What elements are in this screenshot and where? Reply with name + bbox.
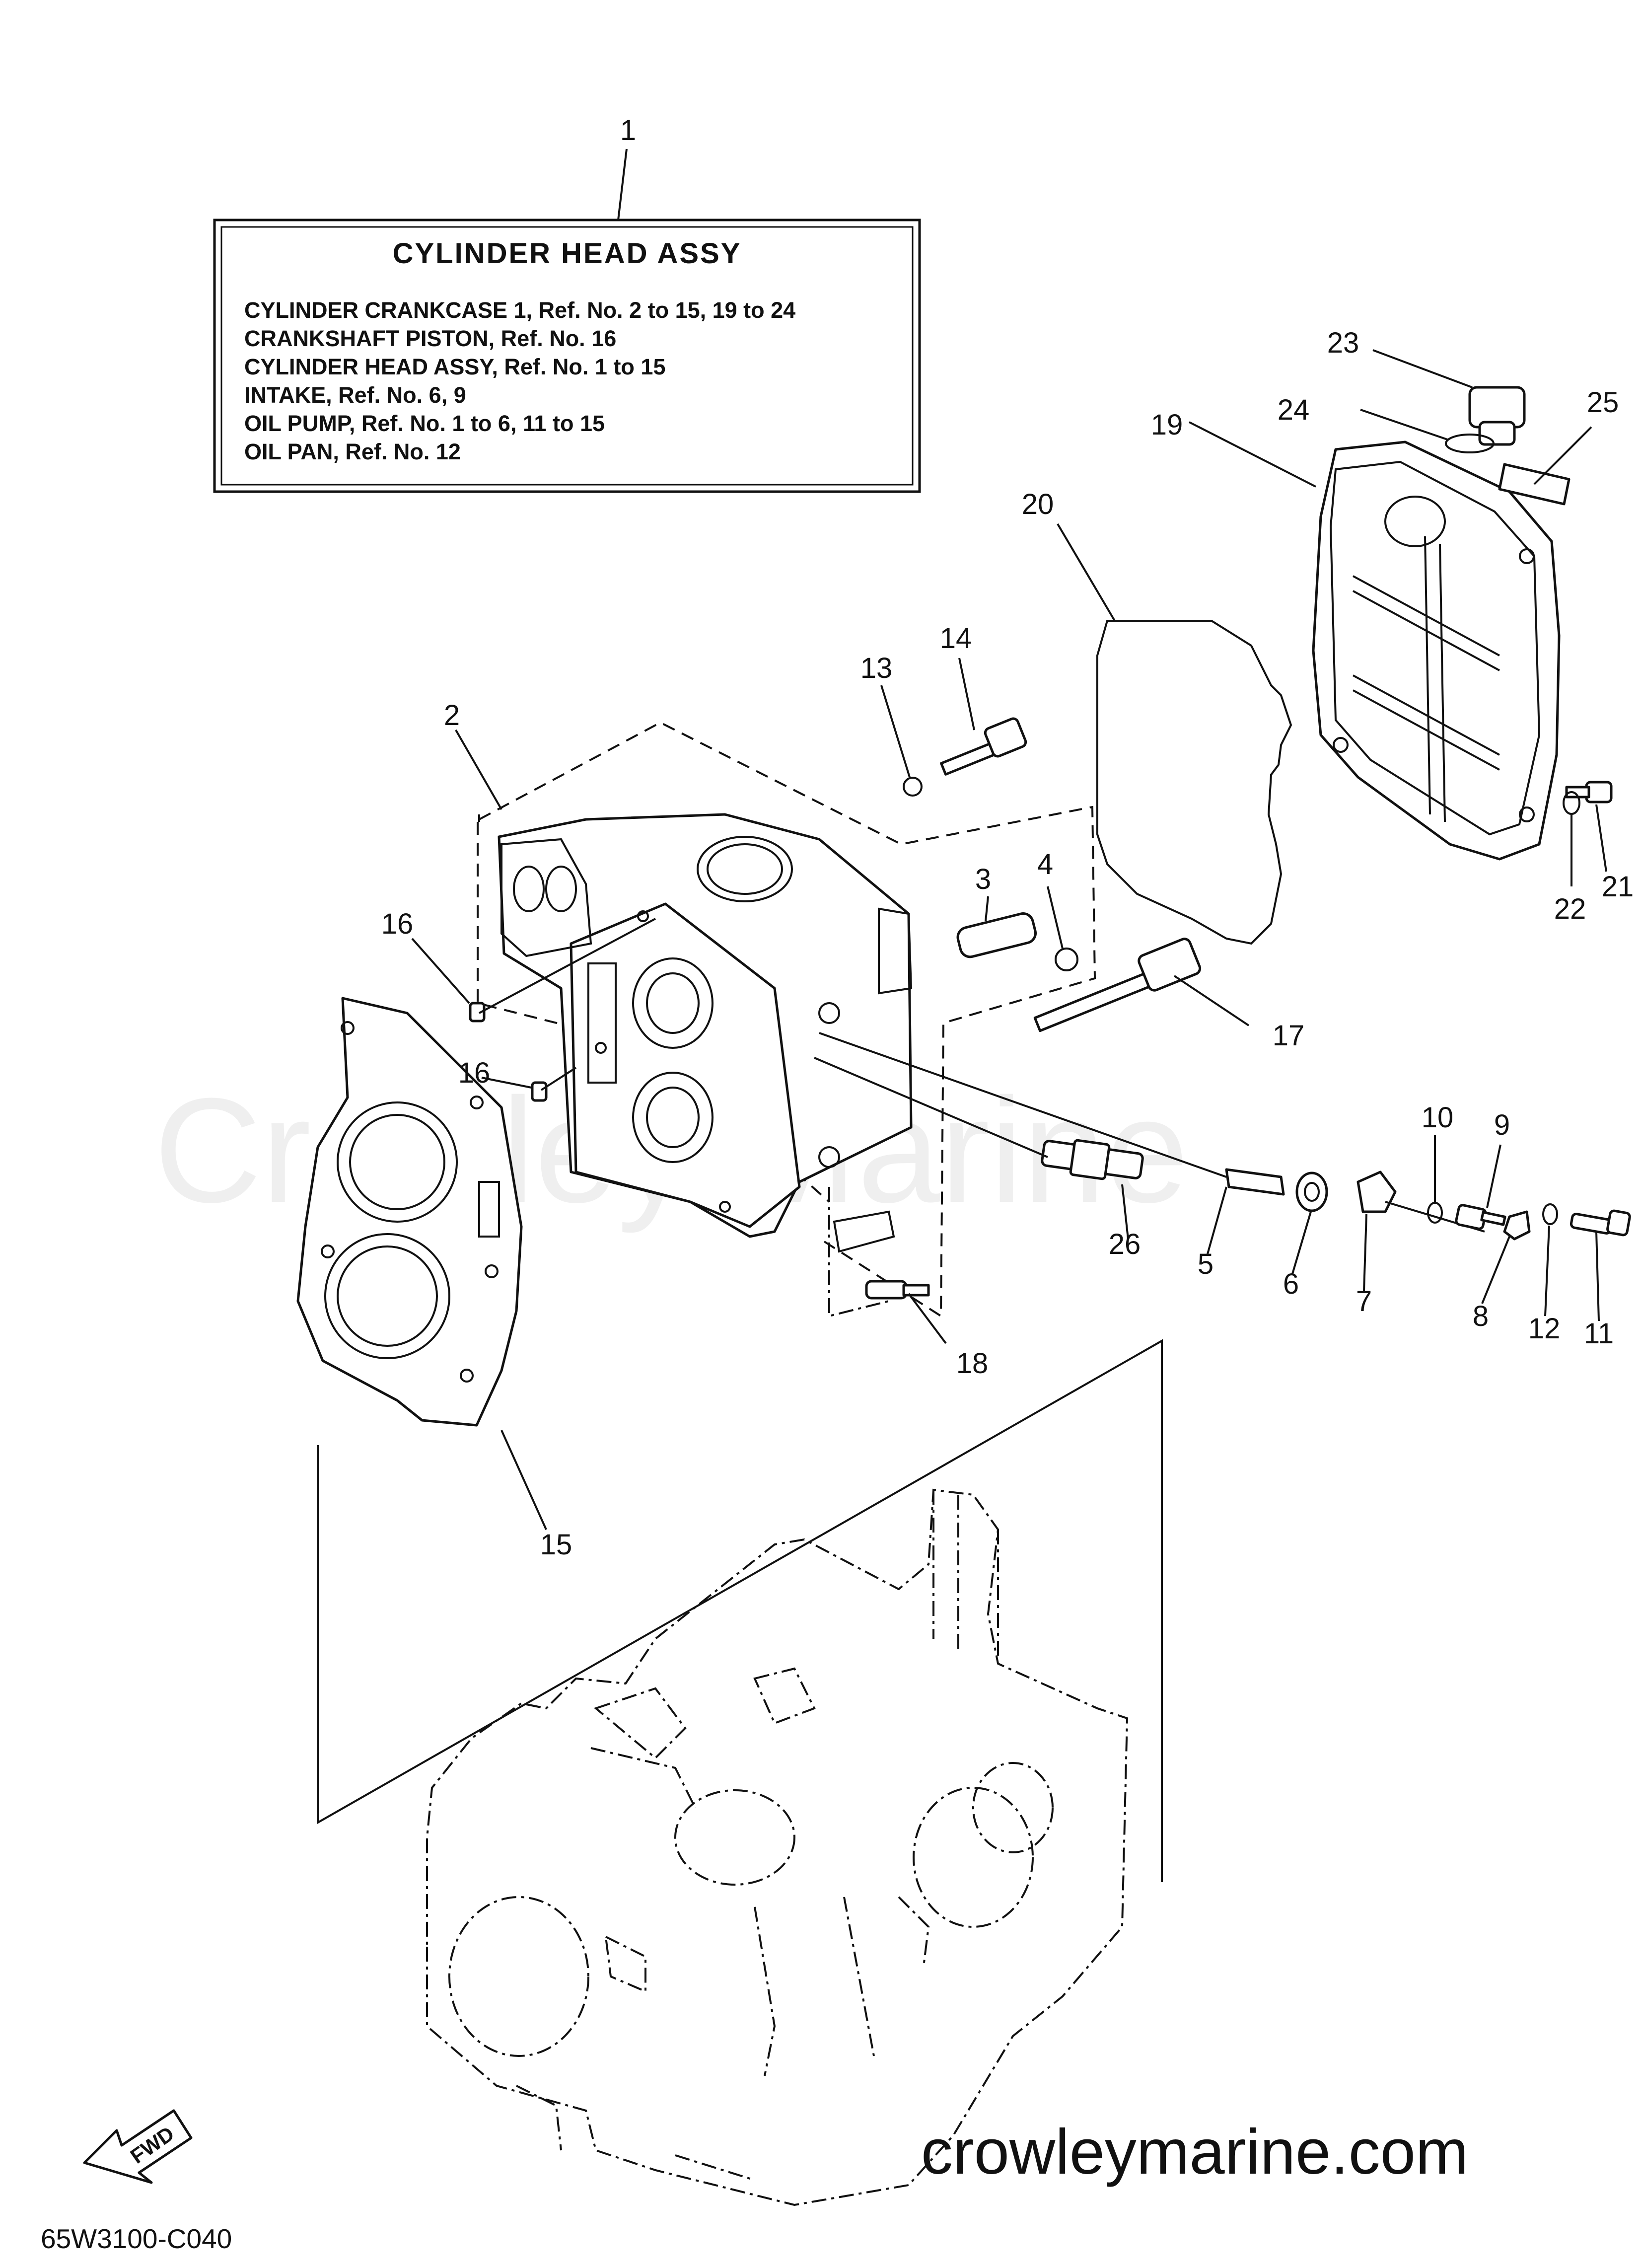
cover-gasket — [1096, 620, 1292, 945]
washer-10-part — [1427, 1202, 1443, 1224]
callout-16-upper: 16 — [381, 908, 414, 940]
callout-15: 15 — [540, 1529, 572, 1561]
washer-12-part — [1542, 1203, 1558, 1225]
callout-23: 23 — [1327, 327, 1359, 359]
callout-2: 2 — [444, 699, 460, 732]
site-url: crowleymarine.com — [921, 2117, 1469, 2188]
spark-plug-part — [814, 1057, 1144, 1180]
callout-7: 7 — [1356, 1285, 1372, 1317]
callout-10: 10 — [1422, 1101, 1454, 1134]
bolt-9-part — [1455, 1204, 1506, 1230]
clip-part — [1503, 1210, 1531, 1241]
bolt-21-part — [1565, 781, 1613, 804]
callout-17: 17 — [1273, 1020, 1305, 1052]
shaft-part — [819, 1032, 1285, 1196]
o-ring-part — [1445, 434, 1495, 453]
callout-20: 20 — [1022, 488, 1054, 520]
callout-26: 26 — [1109, 1228, 1141, 1260]
cylinder-head-body — [498, 813, 913, 1253]
callout-labels: 1 2 3 4 5 6 7 8 9 10 11 12 13 14 15 16 1… — [381, 114, 1634, 1561]
callout-22: 22 — [1554, 893, 1586, 925]
cover — [1312, 440, 1561, 861]
washer-13-part — [903, 777, 923, 797]
legend-title: CYLINDER HEAD ASSY — [393, 237, 742, 270]
callout-1: 1 — [620, 114, 636, 146]
bolt-18-part — [865, 1280, 930, 1300]
callout-9: 9 — [1494, 1109, 1510, 1141]
head-gasket — [296, 997, 523, 1427]
callout-4: 4 — [1037, 848, 1053, 880]
callout-13: 13 — [860, 652, 893, 684]
bolt-11-part — [1570, 1209, 1631, 1237]
callout-11: 11 — [1584, 1317, 1614, 1350]
legend-line-4: INTAKE, Ref. No. 6, 9 — [244, 382, 466, 408]
callout-18: 18 — [956, 1347, 989, 1380]
callout-5: 5 — [1198, 1248, 1214, 1280]
fwd-arrow-icon: FWD — [83, 2109, 193, 2184]
callout-3: 3 — [975, 863, 991, 895]
callout-24: 24 — [1278, 394, 1310, 426]
bolt-14-part — [940, 717, 1027, 776]
legend-line-2: CRANKSHAFT PISTON, Ref. No. 16 — [244, 326, 616, 351]
filler-cap-part — [1468, 386, 1526, 446]
legend-line-3: CYLINDER HEAD ASSY, Ref. No. 1 to 15 — [244, 354, 665, 379]
callout-19: 19 — [1151, 409, 1183, 441]
legend-box: CYLINDER HEAD ASSY CYLINDER CRANKCASE 1,… — [213, 219, 921, 493]
callout-6: 6 — [1283, 1268, 1299, 1300]
pin-16-upper — [469, 1002, 486, 1023]
callout-25: 25 — [1587, 386, 1619, 419]
leader-lines — [411, 148, 1607, 1530]
circlip-part — [1055, 948, 1078, 971]
bushing-part — [1295, 1171, 1328, 1212]
callout-8: 8 — [1473, 1300, 1489, 1332]
callout-14: 14 — [940, 622, 972, 655]
callout-21: 21 — [1602, 871, 1634, 903]
legend-line-6: OIL PAN, Ref. No. 12 — [244, 439, 461, 464]
callout-16-lower: 16 — [458, 1057, 491, 1089]
callout-12: 12 — [1528, 1313, 1561, 1345]
crankcase-block — [426, 1488, 1129, 2206]
bolt-17-part — [1033, 938, 1202, 1032]
pin-16-lower — [531, 1081, 548, 1102]
legend-line-5: OIL PUMP, Ref. No. 1 to 6, 11 to 15 — [244, 411, 605, 436]
washer-22-part — [1563, 791, 1580, 815]
legend-line-1: CYLINDER CRANKCASE 1, Ref. No. 2 to 15, … — [244, 297, 795, 323]
diagram-code: 65W3100-C040 — [41, 2223, 232, 2254]
sleeve-part — [956, 912, 1037, 958]
